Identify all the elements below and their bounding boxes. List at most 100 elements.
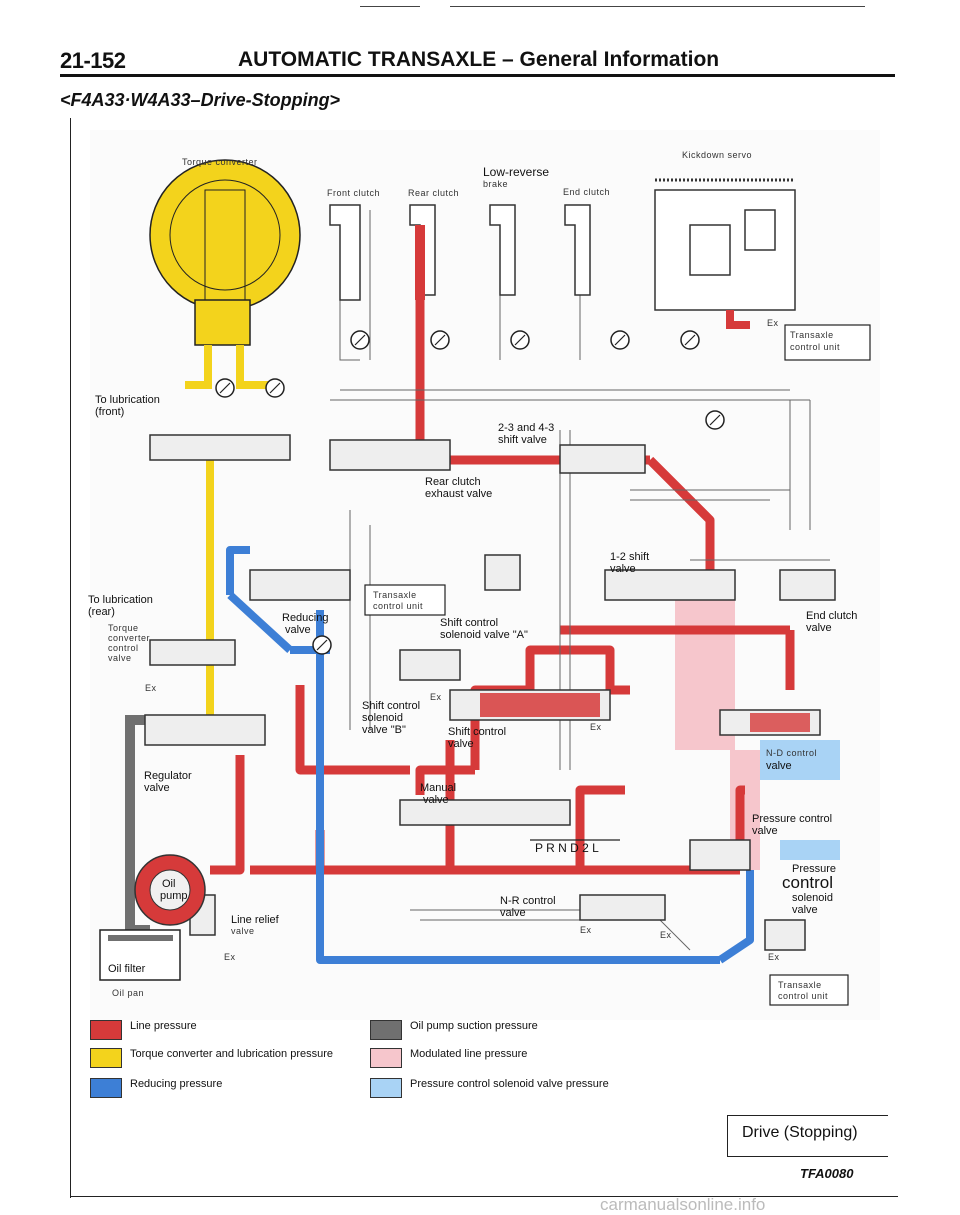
label-torque-converter: Torque converter <box>182 157 258 167</box>
label-exhaust: Ex <box>224 952 236 962</box>
valve-body-12-shift <box>604 569 736 601</box>
label-oil-filter: Oil filter <box>108 963 146 975</box>
label-exhaust: Ex <box>660 930 672 940</box>
label-prnd2l: P R N D 2 L <box>535 841 599 855</box>
label-tc-control: Torque <box>108 623 139 633</box>
label-tcu-top: Transaxle <box>790 330 834 340</box>
legend-item-pcs-pressure: Pressure control solenoid valve pressure <box>370 1078 609 1098</box>
label-nd-control: valve <box>766 760 792 772</box>
label-manual-valve: Manual <box>420 782 457 794</box>
label-line-relief: Line relief <box>231 914 279 926</box>
label-12-shift: valve <box>610 563 636 575</box>
valve-body-rear-exhaust <box>329 439 451 471</box>
bottom-rule <box>70 1196 898 1197</box>
legend-item-modulated-line: Modulated line pressure <box>370 1048 527 1068</box>
hydraulic-circuit-diagram: Torque converter Front clutch Rear clutc… <box>88 130 880 1020</box>
label-lubrication-front: To lubrication <box>95 394 160 406</box>
label-line-relief: valve <box>231 926 255 936</box>
label-23-43-shift: shift valve <box>498 434 547 446</box>
footer-watermark[interactable]: carmanualsonline.info <box>600 1195 766 1214</box>
legend-swatch <box>370 1078 402 1098</box>
solenoid-a-body <box>484 554 521 591</box>
label-exhaust: Ex <box>145 683 157 693</box>
label-tc-control: converter <box>108 633 151 643</box>
label-shift-control-valve: Shift control <box>448 726 507 738</box>
drive-label: Drive (Stopping) <box>742 1124 858 1141</box>
label-exhaust: Ex <box>590 722 602 732</box>
label-manual-valve: valve <box>423 794 449 806</box>
label-brake: brake <box>483 179 509 189</box>
label-tc-control: control <box>108 643 139 653</box>
low-reverse-brake-shape <box>489 204 516 296</box>
label-oil-pump: pump <box>160 890 188 902</box>
label-pcs: valve <box>792 904 818 916</box>
label-exhaust: Ex <box>767 318 779 328</box>
label-23-43-shift: 2-3 and 4-3 <box>498 422 555 434</box>
label-rear-clutch-exhaust: Rear clutch <box>425 476 481 488</box>
label-rear-clutch-exhaust: exhaust valve <box>425 488 493 500</box>
label-tcu-mid: control unit <box>373 601 424 611</box>
label-end-clutch-valve: End clutch <box>806 610 858 622</box>
label-shift-control-solenoid-b: solenoid <box>362 712 403 724</box>
label-lubrication-rear: (rear) <box>88 606 115 618</box>
label-shift-control-solenoid-a: Shift control <box>440 617 499 629</box>
label-oil-pump: Oil <box>162 878 176 890</box>
label-shift-control-solenoid-a: solenoid valve "A" <box>440 629 528 641</box>
legend-item-oil-pump-suction: Oil pump suction pressure <box>370 1020 538 1040</box>
label-tcu-bottom: Transaxle <box>778 980 822 990</box>
label-exhaust: Ex <box>768 952 780 962</box>
front-clutch-shape <box>329 204 361 301</box>
label-reducing-valve: valve <box>285 624 311 636</box>
label-pcs: control <box>782 873 834 892</box>
tcu-box-top <box>784 324 871 361</box>
label-pcs: Pressure <box>792 863 837 875</box>
valve-body-solenoid-b <box>399 649 461 681</box>
legend-text: Reducing pressure <box>130 1078 223 1090</box>
page-number: 21-152 <box>60 48 126 73</box>
label-front-clutch: Front clutch <box>327 188 381 198</box>
label-lubrication-rear: To lubrication <box>88 594 153 606</box>
label-pressure-control: valve <box>752 825 778 837</box>
valve-body-reducing <box>249 569 351 601</box>
label-nr-control: N-R control <box>500 895 556 907</box>
top-rule <box>360 6 420 7</box>
label-tc-control: valve <box>108 653 132 663</box>
legend-text: Torque converter and lubrication pressur… <box>130 1048 334 1060</box>
valve-body-lubrication <box>149 434 291 461</box>
legend-swatch <box>370 1048 402 1068</box>
end-clutch-shape <box>564 204 591 296</box>
legend-text: Modulated line pressure <box>410 1048 528 1060</box>
label-shift-control-valve: valve <box>448 738 474 750</box>
valve-body-end-clutch <box>779 569 836 601</box>
label-regulator-valve: Regulator <box>144 770 192 782</box>
page-title: AUTOMATIC TRANSAXLE – General Informatio… <box>238 48 720 71</box>
label-end-clutch: End clutch <box>563 187 611 197</box>
valve-body-pressure-control <box>689 839 751 871</box>
tcu-box-mid <box>364 584 446 616</box>
label-low-reverse: Low-reverse <box>483 165 550 179</box>
legend-swatch <box>90 1078 122 1098</box>
valve-body-manual <box>399 799 571 826</box>
frame-border <box>70 118 71 1198</box>
label-oil-pan: Oil pan <box>112 988 145 998</box>
legend-swatch <box>90 1048 122 1068</box>
legend-text: Line pressure <box>130 1020 197 1032</box>
label-reducing-valve: Reducing <box>282 612 329 624</box>
label-lubrication-front: (front) <box>95 406 125 418</box>
legend-swatch <box>370 1020 402 1040</box>
label-regulator-valve: valve <box>144 782 170 794</box>
label-12-shift: 1-2 shift <box>610 551 650 563</box>
legend-item-line-pressure: Line pressure <box>90 1020 197 1040</box>
header-rule <box>60 74 895 77</box>
label-end-clutch-valve: valve <box>806 622 832 634</box>
section-title: <F4A33·W4A33–Drive-Stopping> <box>60 90 341 110</box>
label-nr-control: valve <box>500 907 526 919</box>
label-exhaust: Ex <box>580 925 592 935</box>
valve-body-regulator <box>144 714 266 746</box>
legend-text: Oil pump suction pressure <box>410 1020 538 1032</box>
label-rear-clutch: Rear clutch <box>408 188 460 198</box>
valve-body-23-shift <box>559 444 646 474</box>
legend-item-torque-converter: Torque converter and lubrication pressur… <box>90 1048 333 1068</box>
label-nd-control: N-D control <box>766 748 818 758</box>
label-pressure-control: Pressure control <box>752 813 833 825</box>
